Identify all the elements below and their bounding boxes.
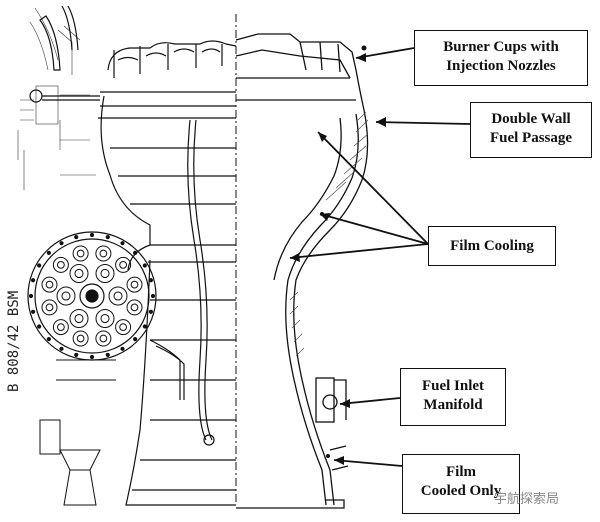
injector-cup-core (130, 280, 139, 289)
callout-double-wall: Double Wall Fuel Passage (470, 102, 592, 158)
engine-exterior (98, 40, 237, 506)
injector-cup-core (76, 334, 85, 343)
bolt-hole (142, 324, 147, 329)
injector-cup (126, 299, 143, 316)
injector-cup-core (57, 323, 65, 331)
injector-cup-core (61, 291, 71, 301)
bolt-hole (133, 337, 138, 342)
injector-cup (115, 319, 132, 336)
bolt-hole (30, 278, 36, 283)
watermark: 宇航探索局 (494, 492, 560, 507)
drawing-number: B 808/42 BSM (6, 290, 22, 392)
injector-cup (95, 330, 112, 347)
bolt-hole (105, 352, 110, 358)
bolt-hole (120, 346, 125, 351)
bolt-hole (74, 234, 79, 240)
leader-film-cooled (333, 459, 403, 467)
bolt-hole (150, 293, 156, 299)
bolt-hole (59, 241, 64, 246)
injector-cup-core (99, 249, 108, 258)
margin-annotations (17, 7, 96, 190)
injector-cup-core (119, 323, 127, 331)
callout-burner-cups: Burner Cups with Injection Nozzles (414, 30, 588, 86)
bolt-hole (37, 263, 42, 268)
callout-film-cooled-line2: Cooled Only (420, 482, 502, 499)
bolt-hole (105, 234, 110, 240)
injector-cup (115, 256, 132, 273)
engine-section (235, 33, 369, 509)
injector-cup-core (74, 268, 84, 279)
leader-film-cooling-2 (319, 213, 429, 245)
injector-cup-core (45, 303, 54, 312)
injector-cup (72, 245, 89, 262)
bolt-hole (46, 337, 51, 342)
injector-cup-core (99, 334, 108, 343)
injector-cup-core (45, 280, 54, 289)
injector-cup-core (119, 261, 127, 269)
bolt-hole (59, 346, 64, 351)
callout-fuel-inlet-line2: Manifold (423, 396, 483, 413)
callout-double-wall-line2: Fuel Passage (489, 129, 573, 146)
bolt-hole (142, 263, 147, 268)
bolt-hole (37, 324, 42, 329)
bolt-hole (120, 241, 125, 246)
injector-cup-core (76, 249, 85, 258)
injector-cup (95, 309, 115, 329)
injector-cup (108, 286, 128, 306)
injector-cup (69, 309, 89, 329)
injector-cup-core (100, 268, 110, 279)
leader-film-cooling-3 (289, 243, 429, 259)
callout-film-cooled: Film Cooled Only (402, 454, 520, 514)
bolt-hole (28, 293, 34, 299)
callout-film-cooling-text: Film Cooling (450, 238, 534, 254)
feed-pipes (29, 5, 100, 103)
callout-fuel-inlet-line1: Fuel Inlet (421, 378, 485, 394)
callout-burner-line1: Burner Cups with (443, 39, 559, 55)
callout-film-cooled-line1: Film (446, 464, 476, 480)
bolt-hole (89, 354, 95, 360)
callout-film-cooling: Film Cooling (428, 226, 556, 266)
bolt-hole (148, 309, 154, 314)
leader-double-wall (375, 121, 471, 125)
detail-view (39, 359, 116, 506)
bolt-hole (148, 278, 154, 283)
injector-cup (72, 330, 89, 347)
injector-cup (52, 319, 69, 336)
injector-cup (41, 299, 58, 316)
injector-cup (126, 276, 143, 293)
leader-film-cooling-1 (317, 131, 429, 245)
callout-double-wall-line1: Double Wall (491, 111, 571, 127)
injector-cup (41, 276, 58, 293)
injector-cup-core (74, 313, 84, 324)
bolt-hole (89, 232, 95, 238)
bolt-hole (74, 352, 79, 358)
callout-burner-line2: Injection Nozzles (446, 57, 556, 74)
injector-cups (28, 232, 156, 360)
injector-cup-core (113, 291, 123, 301)
injector-cup (52, 256, 69, 273)
section-markers (320, 45, 367, 458)
injector-cup (56, 286, 76, 306)
bolt-hole (46, 250, 51, 255)
injector-cup-core (100, 313, 110, 324)
injector-plate (27, 231, 157, 361)
injector-cup-core (130, 303, 139, 312)
bolt-hole (133, 250, 138, 255)
injector-cup (95, 263, 115, 283)
callout-fuel-inlet: Fuel Inlet Manifold (400, 368, 506, 426)
injector-cup (69, 263, 89, 283)
bolt-hole (30, 309, 36, 314)
injector-cup (95, 245, 112, 262)
leader-arrowheads (290, 53, 386, 465)
injector-cup-core (57, 261, 65, 269)
section-hatch (289, 111, 369, 357)
